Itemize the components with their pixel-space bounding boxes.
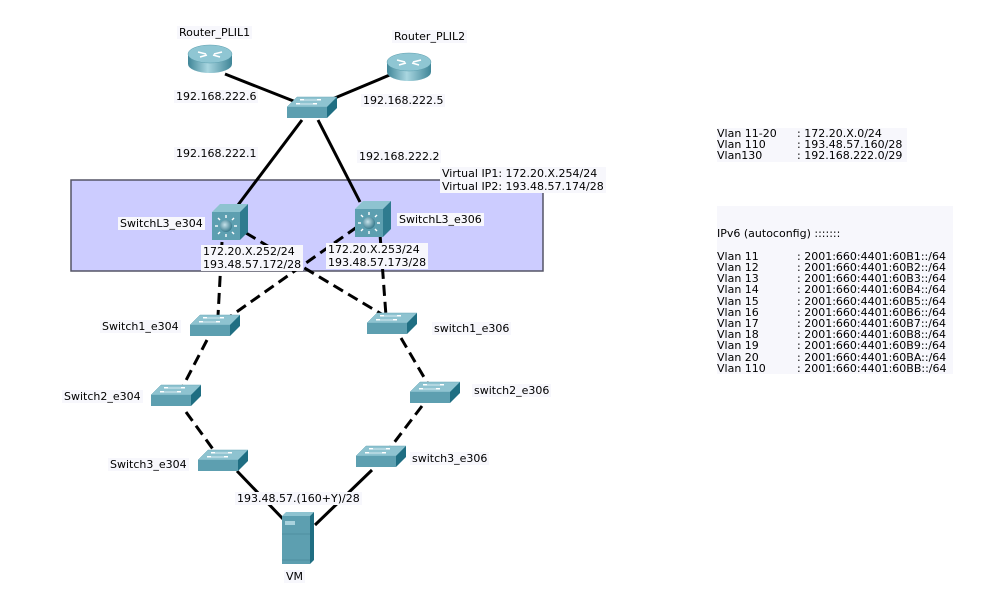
switch-icon-sw3-e304[interactable] bbox=[197, 449, 249, 472]
table-row: Vlan 17 : 2001:660:4401:60B7::/64 bbox=[717, 318, 953, 329]
l3sw1-label: SwitchL3_e304 bbox=[118, 217, 205, 230]
router-icon[interactable] bbox=[386, 52, 432, 81]
l3sw1-uplink-ip-label: 192.168.222.1 bbox=[174, 147, 259, 160]
vlan-network: : 192.168.222.0/29 bbox=[797, 149, 903, 163]
table-row: Vlan 19 : 2001:660:4401:60B9::/64 bbox=[717, 340, 953, 351]
vlan-name: Vlan130 bbox=[717, 149, 763, 163]
vlan-name: Vlan 11 bbox=[717, 249, 759, 263]
router2-label: Router_PLIL2 bbox=[392, 30, 468, 43]
virtual-ip-label: Virtual IP1: 172.20.X.254/24 Virtual IP2… bbox=[440, 167, 606, 193]
switch-icon-core[interactable] bbox=[286, 96, 338, 119]
vlan-name: Vlan 110 bbox=[717, 361, 766, 375]
vlan-network: : 2001:660:4401:60BB::/64 bbox=[797, 361, 947, 375]
vlan-network: : 2001:660:4401:60B7::/64 bbox=[797, 317, 946, 331]
vlan-name: Vlan 13 bbox=[717, 272, 759, 286]
l3sw1-ips-label: 172.20.X.252/24 193.48.57.172/28 bbox=[201, 245, 304, 271]
vlan-network: : 2001:660:4401:60B3::/64 bbox=[797, 272, 946, 286]
sw1-e304-label: Switch1_e304 bbox=[100, 320, 181, 333]
vlan-network: : 2001:660:4401:60B2::/64 bbox=[797, 261, 946, 275]
vlan-network: : 2001:660:4401:60BA::/64 bbox=[797, 350, 947, 364]
vlan-network: : 2001:660:4401:60B5::/64 bbox=[797, 294, 946, 308]
sw1-e306-label: switch1_e306 bbox=[432, 322, 512, 335]
ipv6-table-title: IPv6 (autoconfig) ::::::: bbox=[717, 227, 841, 241]
sw3-e306-label: switch3_e306 bbox=[410, 452, 490, 465]
router2-ip-label: 192.168.222.5 bbox=[361, 94, 446, 107]
vlan-network: : 2001:660:4401:60B6::/64 bbox=[797, 305, 946, 319]
vlan-name: Vlan 14 bbox=[717, 283, 759, 297]
vlan-name: Vlan 11-20 bbox=[717, 127, 777, 140]
table-row: Vlan 13 : 2001:660:4401:60B3::/64 bbox=[717, 273, 953, 284]
vm-label: VM bbox=[284, 570, 306, 583]
link-core-l3sw2 bbox=[316, 119, 362, 203]
l3-switch-icon-e306[interactable] bbox=[354, 200, 392, 238]
table-row: Vlan 15 : 2001:660:4401:60B5::/64 bbox=[717, 294, 953, 308]
table-row: Vlan 14 : 2001:660:4401:60B4::/64 bbox=[717, 284, 953, 295]
table-row: Vlan 20 : 2001:660:4401:60BA::/64 bbox=[717, 350, 953, 364]
vlan-name: Vlan 16 bbox=[717, 305, 759, 319]
link-router2-core bbox=[329, 72, 393, 102]
link-sw1e304-sw2e304 bbox=[180, 339, 209, 389]
vlan-network: : 2001:660:4401:60B1::/64 bbox=[797, 249, 946, 263]
vlan-name: Vlan 15 bbox=[717, 294, 759, 308]
link-sw2e304-sw3e304 bbox=[184, 411, 217, 453]
vlan-network: : 193.48.57.160/28 bbox=[797, 138, 903, 152]
table-row: Vlan 11-20 : 172.20.X.0/24 bbox=[717, 128, 907, 139]
link-core-l3sw1 bbox=[236, 119, 304, 206]
vlan-name: Vlan 20 bbox=[717, 350, 759, 364]
sw3-e304-label: Switch3_e304 bbox=[108, 458, 189, 471]
link-router1-core bbox=[224, 72, 297, 104]
sw2-e304-label: Switch2_e304 bbox=[62, 390, 143, 403]
table-row: Vlan 18 : 2001:660:4401:60B8::/64 bbox=[717, 329, 953, 340]
l3-switch-icon-e304[interactable] bbox=[211, 203, 249, 241]
vlan-name: Vlan 12 bbox=[717, 261, 759, 275]
table-row: Vlan 110 : 193.48.57.160/28 bbox=[717, 139, 907, 150]
switch-icon-sw3-e306[interactable] bbox=[355, 445, 407, 468]
l3sw2-ips-label: 172.20.X.253/24 193.48.57.173/28 bbox=[326, 243, 429, 269]
vlan-name: Vlan 19 bbox=[717, 339, 759, 353]
switch-icon-sw1-e306[interactable] bbox=[366, 312, 418, 335]
table-row: Vlan 110 : 2001:660:4401:60BB::/64 bbox=[717, 363, 953, 374]
table-row: Vlan130 : 192.168.222.0/29 bbox=[717, 150, 907, 161]
router-icon[interactable] bbox=[187, 44, 233, 73]
link-l3sw2-sw1e306 bbox=[378, 233, 388, 317]
vlan-network: : 2001:660:4401:60B4::/64 bbox=[797, 283, 946, 297]
vlan-network: : 2001:660:4401:60B9::/64 bbox=[797, 339, 946, 353]
table-row: Vlan 12 : 2001:660:4401:60B2::/64 bbox=[717, 262, 953, 273]
server-icon[interactable] bbox=[282, 512, 314, 564]
vlan-name: Vlan 110 bbox=[717, 138, 766, 152]
table-row: Vlan 11 : 2001:660:4401:60B1::/64 bbox=[717, 251, 953, 262]
link-sw1e306-sw2e306 bbox=[399, 337, 430, 385]
vm-ip-label: 193.48.57.(160+Y)/28 bbox=[235, 492, 362, 505]
switch-icon-sw1-e304[interactable] bbox=[189, 314, 241, 337]
vlan-name: Vlan 17 bbox=[717, 317, 759, 331]
vlan-ipv6-table: IPv6 (autoconfig) ::::::: Vlan 11: 2001:… bbox=[717, 206, 953, 374]
vlan-name: Vlan 18 bbox=[717, 328, 759, 342]
router1-ip-label: 192.168.222.6 bbox=[174, 90, 259, 103]
vlan-network: : 172.20.X.0/24 bbox=[797, 127, 882, 140]
switch-icon-sw2-e304[interactable] bbox=[150, 384, 202, 407]
l3sw2-label: SwitchL3_e306 bbox=[397, 213, 484, 226]
router1-label: Router_PLIL1 bbox=[177, 26, 253, 39]
switch-icon-sw2-e306[interactable] bbox=[409, 381, 461, 404]
link-l3sw1-sw1e304 bbox=[216, 241, 224, 317]
link-l3sw2-sw1e304 bbox=[227, 225, 358, 320]
link-sw2e306-sw3e306 bbox=[388, 405, 424, 449]
l3sw2-uplink-ip-label: 192.168.222.2 bbox=[357, 150, 442, 163]
sw2-e306-label: switch2_e306 bbox=[472, 384, 552, 397]
table-row: Vlan 16 : 2001:660:4401:60B6::/64 bbox=[717, 307, 953, 318]
vlan-network: : 2001:660:4401:60B8::/64 bbox=[797, 328, 946, 342]
